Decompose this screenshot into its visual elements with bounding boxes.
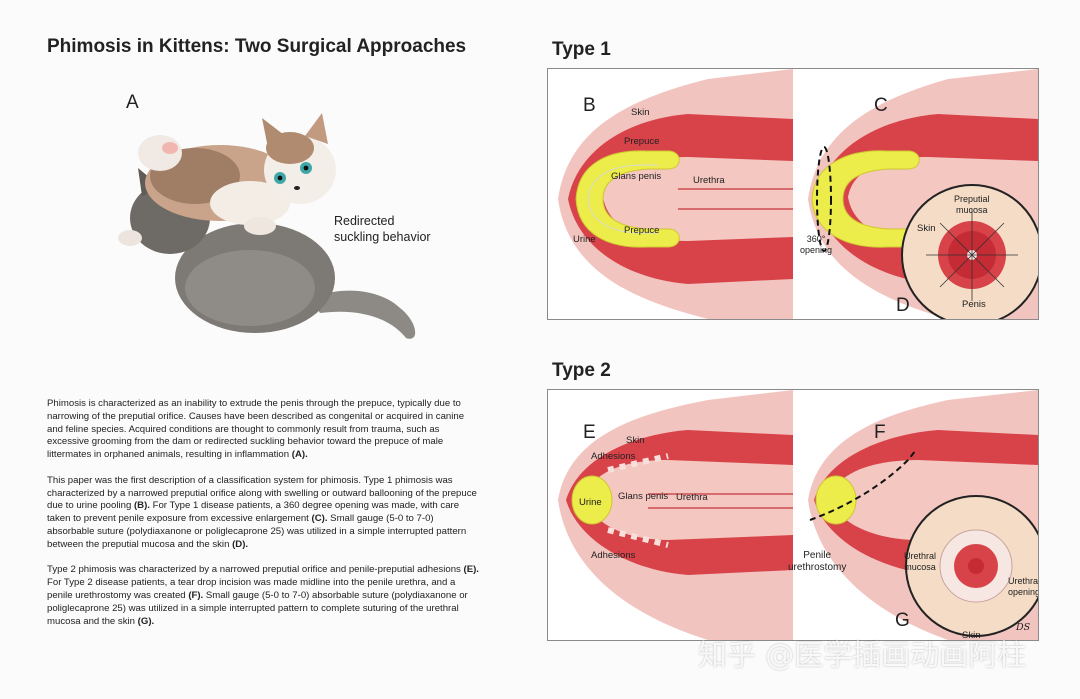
figure-b-drawing — [558, 69, 793, 319]
kittens-illustration — [118, 113, 416, 339]
label-prepuce-top: Prepuce — [624, 136, 660, 147]
label-g-skin: Skin — [962, 630, 981, 641]
figure-f-letter: F — [874, 422, 886, 443]
label-e-urethra: Urethra — [676, 492, 708, 503]
figure-e-drawing — [558, 390, 793, 640]
label-adhesions-bottom: Adhesions — [591, 550, 636, 561]
figure-d-letter: D — [896, 295, 910, 316]
label-glans-penis: Glans penis — [611, 171, 662, 182]
label-e-urine: Urine — [579, 497, 602, 508]
label-prepuce-bottom: Prepuce — [624, 225, 660, 236]
watermark: 知乎 @医学插画动画阿柱 — [698, 638, 1027, 672]
label-360-opening: 360°opening — [800, 234, 833, 255]
label-urethra: Urethra — [693, 175, 725, 186]
label-urine: Urine — [573, 234, 596, 245]
type2-heading: Type 2 — [552, 360, 611, 381]
figure-a-caption-line2: suckling behavior — [334, 230, 431, 244]
type1-panel: B Skin Prepuce Glans penis Urethra Urine… — [547, 68, 1039, 320]
type2-panel: E Skin Adhesions Glans penis Urethra Uri… — [547, 389, 1039, 641]
figure-d-drawing — [901, 184, 1038, 319]
type2-illustration — [558, 390, 1038, 640]
type1-illustration — [558, 69, 1038, 319]
body-text: Phimosis is characterized as an inabilit… — [47, 398, 479, 641]
paragraph-1: Phimosis is characterized as an inabilit… — [47, 398, 465, 461]
label-d-skin: Skin — [917, 223, 936, 234]
label-skin: Skin — [631, 107, 650, 118]
figure-b-letter: B — [583, 95, 596, 116]
artist-signature: DS — [1016, 622, 1031, 633]
figure-a-letter: A — [126, 92, 139, 113]
label-e-skin: Skin — [626, 435, 645, 446]
figure-g-drawing — [905, 495, 1038, 637]
type1-heading: Type 1 — [552, 39, 611, 60]
figure-a-caption-line1: Redirected — [334, 214, 395, 228]
label-penis: Penis — [962, 299, 986, 310]
page-title: Phimosis in Kittens: Two Surgical Approa… — [47, 36, 467, 57]
label-adhesions-top: Adhesions — [591, 451, 636, 462]
figure-g-letter: G — [895, 610, 910, 631]
figure-e-letter: E — [583, 422, 596, 443]
paragraph-3: Type 2 phimosis was characterized by a n… — [47, 564, 479, 627]
figure-c-letter: C — [874, 95, 888, 116]
label-e-glans-penis: Glans penis — [618, 491, 669, 502]
paragraph-2: This paper was the first description of … — [47, 474, 477, 550]
